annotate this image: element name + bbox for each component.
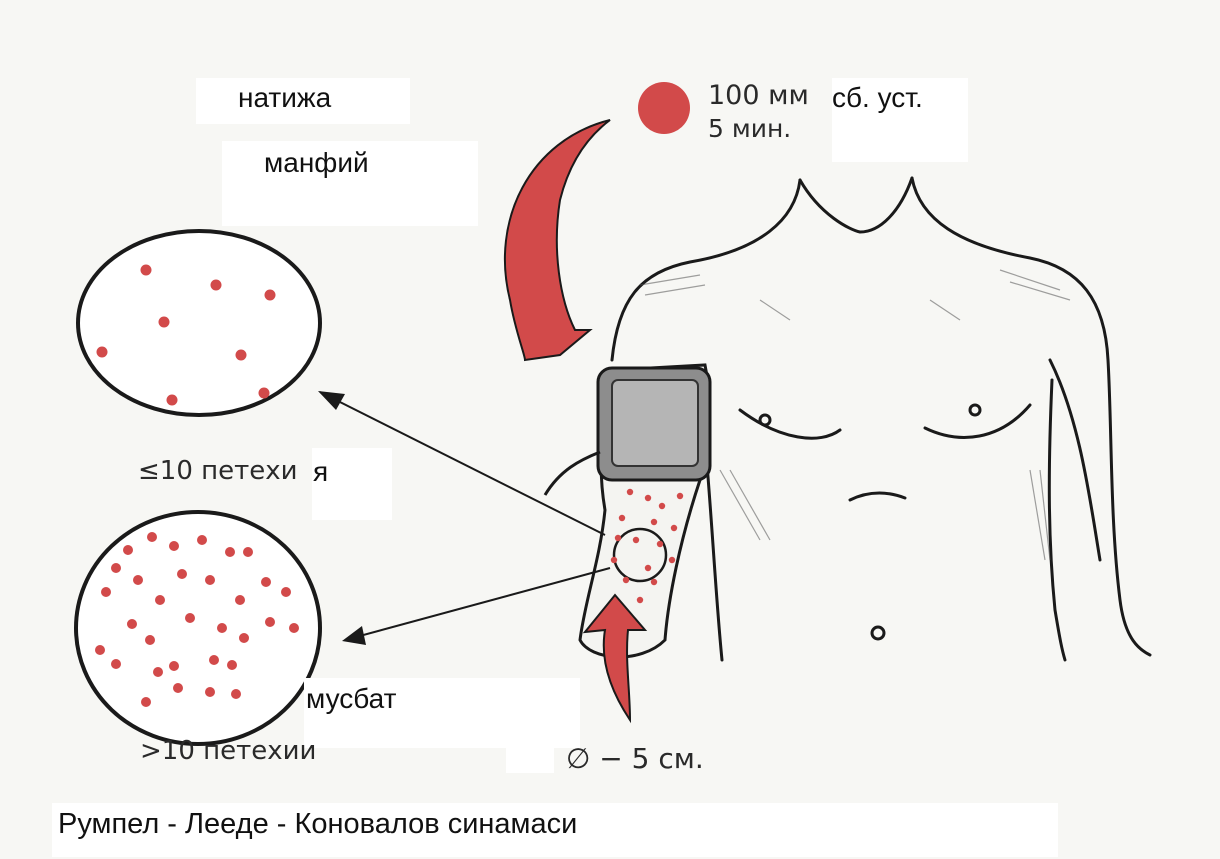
- label-patch-dot: [506, 745, 554, 773]
- pressure-value-label: 100 мм: [708, 80, 809, 111]
- petechia-dot: [147, 532, 157, 542]
- arm-petechia-dot: [669, 557, 675, 563]
- petechia-dot: [123, 545, 133, 555]
- petechia-dot: [127, 619, 137, 629]
- petechia-dot: [231, 689, 241, 699]
- petechia-dot: [169, 661, 179, 671]
- petechia-dot: [141, 697, 151, 707]
- petechia-dot: [141, 265, 152, 276]
- petechia-dot: [265, 290, 276, 301]
- arm-petechia-dot: [611, 557, 617, 563]
- arm-petechia-dot: [659, 503, 665, 509]
- petechia-dot: [217, 623, 227, 633]
- arm-petechia-dot: [637, 597, 643, 603]
- petechia-dot: [225, 547, 235, 557]
- petechia-dot: [173, 683, 183, 693]
- gt10-petechiae-label: >10 петехии: [140, 736, 316, 766]
- petechia-dot: [167, 395, 178, 406]
- petechia-dot: [145, 635, 155, 645]
- cuff-inner-panel: [612, 380, 698, 466]
- petechia-dot: [235, 595, 245, 605]
- petechia-dot: [261, 577, 271, 587]
- duration-label: 5 мин.: [708, 114, 791, 143]
- petechia-dot: [205, 687, 215, 697]
- petechia-dot: [281, 587, 291, 597]
- caption: Румпел - Лееде - Коновалов синамаси: [58, 808, 577, 841]
- le10-petechiae-label: ≤10 петехи: [138, 456, 298, 486]
- petechia-dot: [209, 655, 219, 665]
- petechia-dot: [243, 547, 253, 557]
- arm-petechia-dot: [677, 493, 683, 499]
- arm-petechia-dot: [651, 579, 657, 585]
- petechia-dot: [197, 535, 207, 545]
- pressure-dot: [638, 82, 690, 134]
- petechia-dot: [211, 280, 222, 291]
- petechia-dot: [97, 347, 108, 358]
- petechia-dot: [153, 667, 163, 677]
- petechia-dot: [265, 617, 275, 627]
- petechia-dot: [159, 317, 170, 328]
- petechia-dot: [111, 659, 121, 669]
- petechia-dot: [177, 569, 187, 579]
- arm-petechia-dot: [645, 495, 651, 501]
- petechia-dot: [111, 563, 121, 573]
- negative-label: манфий: [264, 147, 369, 179]
- petechia-dot: [133, 575, 143, 585]
- arm-petechia-dot: [627, 489, 633, 495]
- petechia-dot: [95, 645, 105, 655]
- le10-suffix-label: я: [313, 456, 328, 488]
- petechia-dot: [227, 660, 237, 670]
- arm-petechia-dot: [645, 565, 651, 571]
- result-label: натижа: [238, 82, 331, 114]
- arm-petechia-dot: [651, 519, 657, 525]
- arm-petechia-dot: [619, 515, 625, 521]
- petechia-dot: [101, 587, 111, 597]
- petechia-dot: [289, 623, 299, 633]
- petechia-dot: [239, 633, 249, 643]
- magnified-circle-negative: [78, 231, 320, 415]
- arm-petechia-dot: [657, 541, 663, 547]
- petechia-dot: [259, 388, 270, 399]
- petechia-dot: [205, 575, 215, 585]
- arm-petechia-dot: [633, 537, 639, 543]
- positive-label: мусбат: [306, 683, 396, 715]
- arm-petechia-dot: [623, 577, 629, 583]
- petechia-dot: [236, 350, 247, 361]
- petechia-dot: [169, 541, 179, 551]
- pressure-unit-label: сб. уст.: [832, 82, 923, 114]
- magnified-circle-positive: [76, 512, 320, 744]
- arm-petechia-dot: [671, 525, 677, 531]
- petechia-dot: [155, 595, 165, 605]
- petechia-dot: [185, 613, 195, 623]
- diameter-label: ∅ − 5 см.: [566, 742, 704, 775]
- arm-petechia-dot: [615, 535, 621, 541]
